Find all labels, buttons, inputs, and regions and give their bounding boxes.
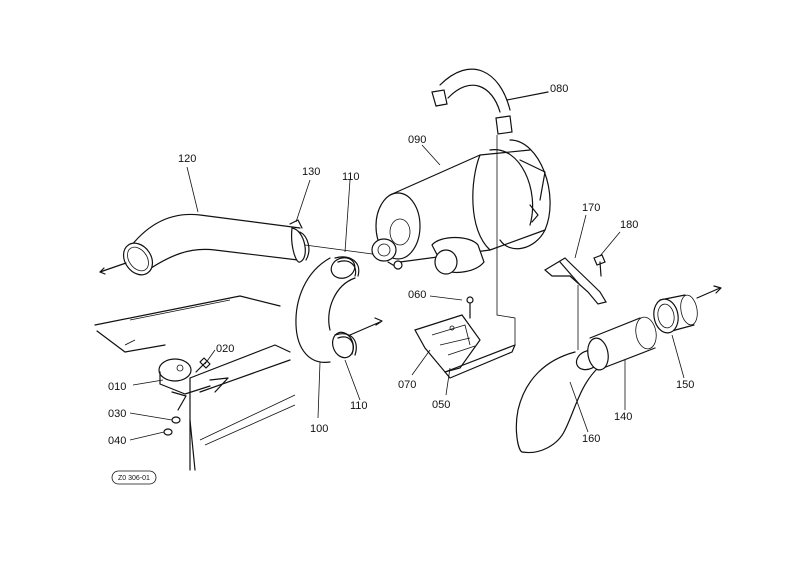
label-140: 140: [614, 411, 632, 423]
part-110-clamps: [334, 256, 360, 356]
part-010-bracket: [158, 358, 211, 411]
hose-to-cleaner-line: [304, 244, 381, 256]
support-leader-line: [496, 135, 516, 345]
label-110-bottom: 110: [350, 400, 368, 412]
part-170-strap-bracket: [543, 257, 607, 305]
part-120-intake-pipe: [99, 213, 301, 276]
label-090: 090: [408, 134, 426, 146]
label-100: 100: [310, 423, 328, 435]
part-150-sleeve: [653, 285, 722, 334]
label-120: 120: [178, 153, 196, 165]
part-020-bolt: [195, 357, 211, 373]
part-140-oval-duct: [587, 316, 657, 371]
part-100-elbow-hose: [295, 257, 383, 363]
part-050-070-bracket: [414, 314, 516, 379]
part-180-bolt: [593, 254, 606, 277]
part-060-bolt: [466, 296, 474, 319]
label-110-top: 110: [342, 171, 360, 183]
label-040: 040: [108, 435, 126, 447]
engine-frame-panel: [94, 295, 296, 471]
label-150: 150: [676, 379, 694, 391]
part-130-hose-clamp: [289, 219, 310, 263]
drawing-code-badge: Z0 306-01: [111, 470, 157, 485]
part-labels: 120 130 110 090 080 170 180 060 020 010 …: [108, 83, 694, 447]
label-030: 030: [108, 408, 126, 420]
label-060: 060: [408, 289, 426, 301]
drawing-code-text: Z0 306-01: [118, 475, 150, 482]
part-080-mounting-band: [431, 68, 549, 135]
label-020: 020: [216, 343, 234, 355]
part-090-air-cleaner: [371, 139, 551, 275]
label-180: 180: [620, 219, 638, 231]
label-050: 050: [432, 399, 450, 411]
label-160: 160: [582, 433, 600, 445]
label-070: 070: [398, 379, 416, 391]
label-130: 130: [302, 166, 320, 178]
label-010: 010: [108, 381, 126, 393]
leader-lines: [129, 144, 685, 441]
label-080: 080: [550, 83, 568, 95]
label-170: 170: [582, 202, 600, 214]
